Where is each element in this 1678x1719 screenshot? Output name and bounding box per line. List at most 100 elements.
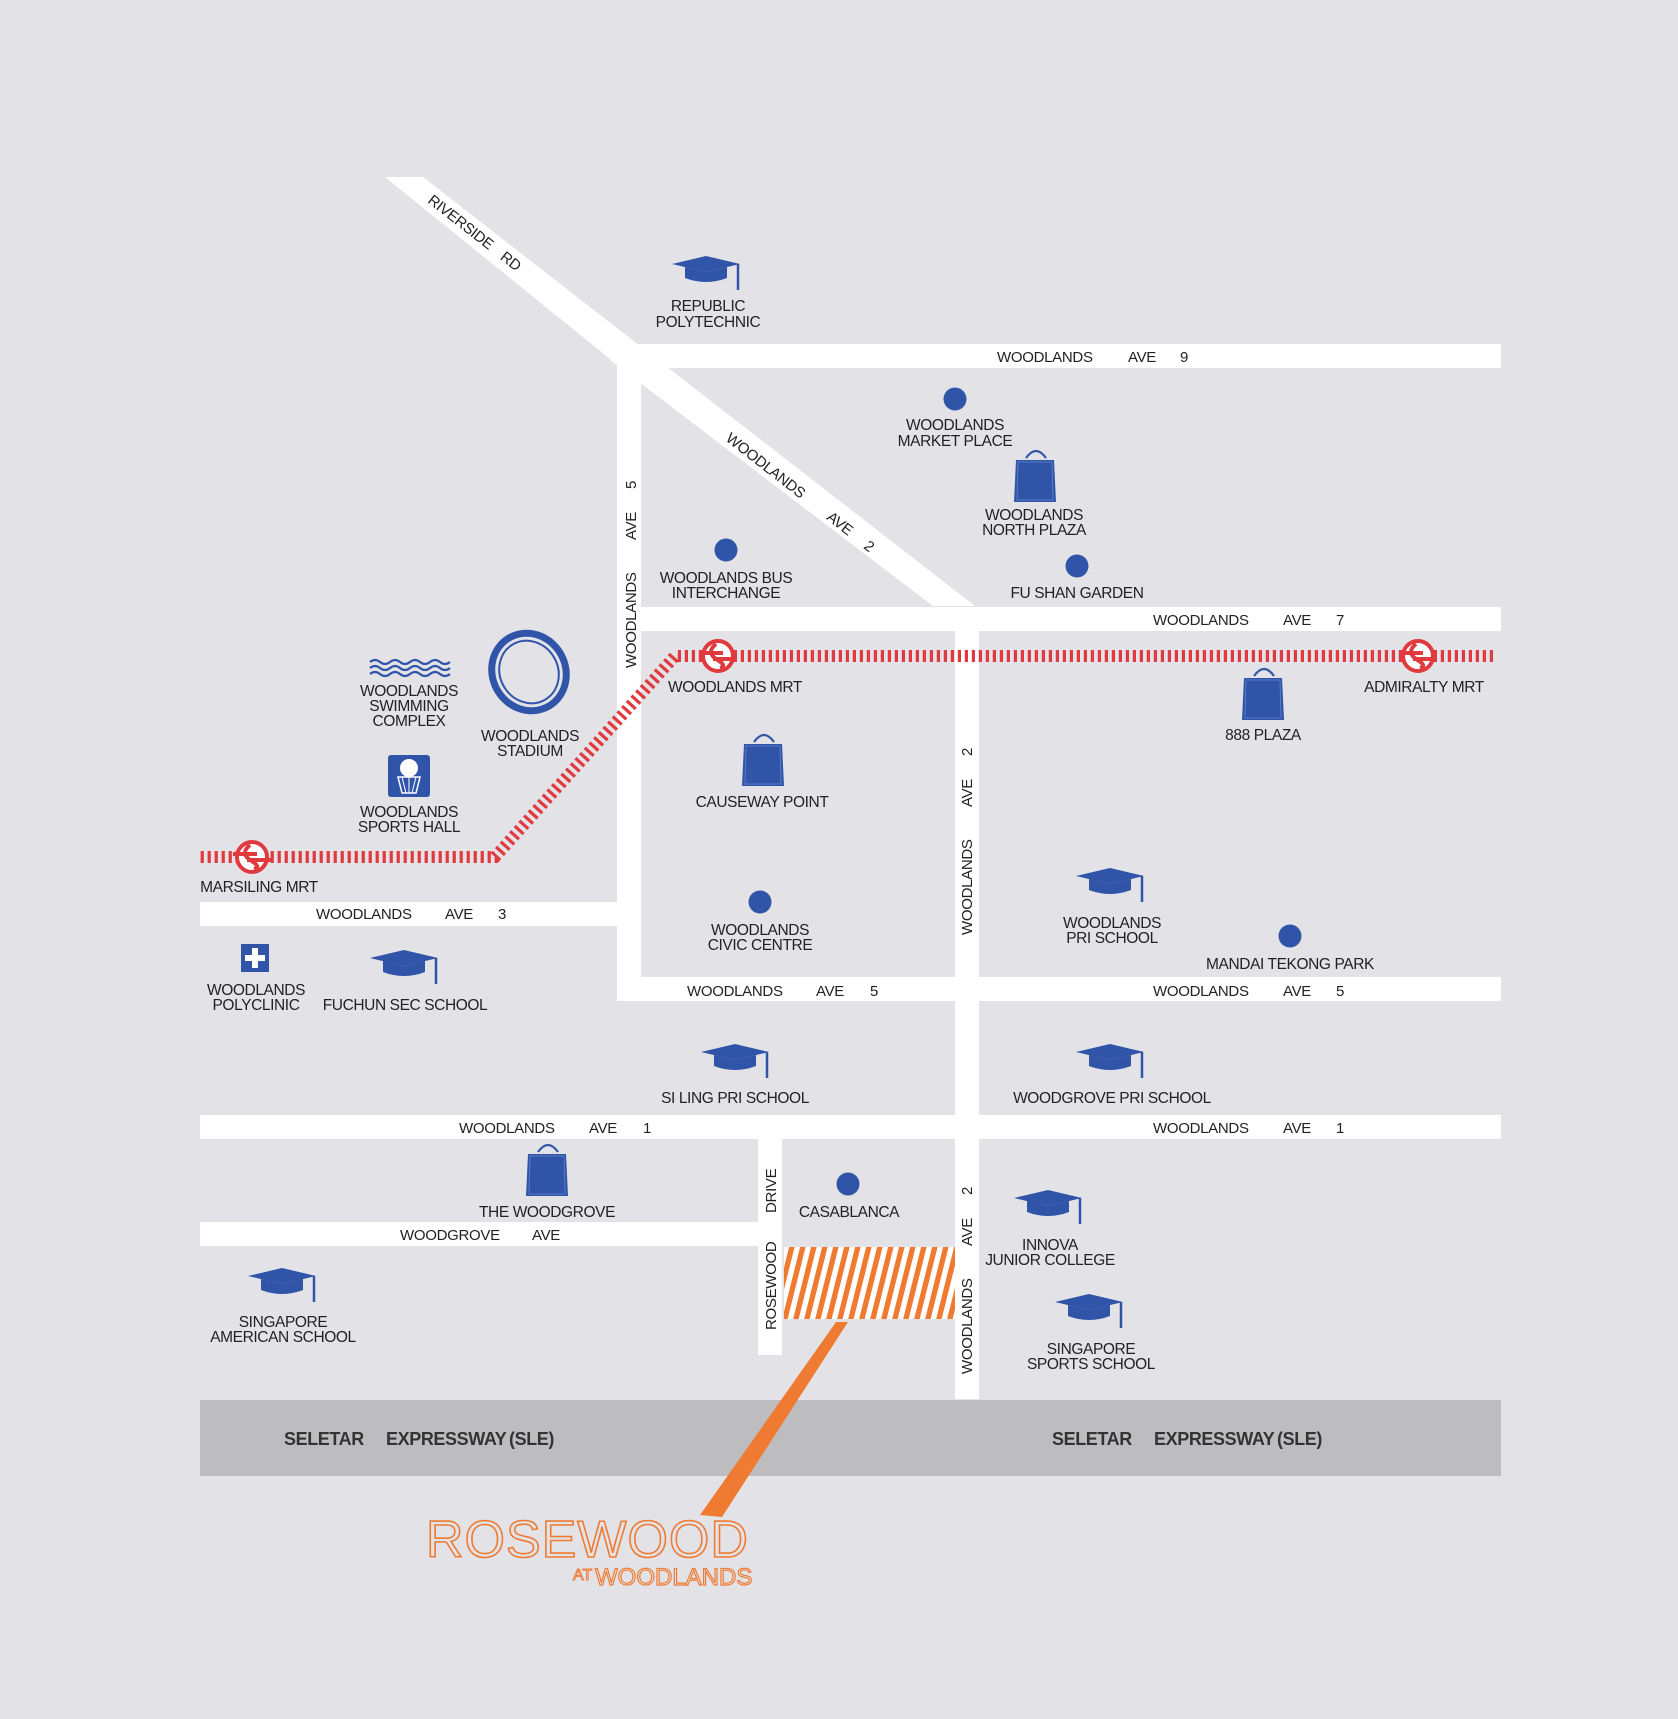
poi-label-sports-school: SINGAPORE bbox=[1047, 1341, 1136, 1358]
woodlands-ave-9 bbox=[617, 344, 1501, 368]
roads bbox=[200, 177, 1501, 1399]
mrt-logo-icon bbox=[697, 639, 739, 673]
road-label: 5 bbox=[1336, 983, 1344, 1000]
mrt-logo-icon bbox=[1397, 639, 1439, 673]
road-label: WOODLANDS bbox=[997, 349, 1093, 366]
poi-label-pri-school: PRI SCHOOL bbox=[1066, 930, 1158, 947]
poi-label-pri-school: WOODLANDS bbox=[1063, 915, 1161, 932]
road-label: AVE bbox=[532, 1227, 560, 1244]
brand-at: AT bbox=[573, 1567, 592, 1584]
poi-label-market-place: WOODLANDS bbox=[906, 417, 1004, 434]
graduation-cap-icon bbox=[670, 254, 742, 292]
woodlands-ave-2-vertical bbox=[955, 607, 979, 1399]
location-dot-icon bbox=[714, 538, 738, 562]
rosewood-logo: ROSEWOOD AT WOODLANDS bbox=[425, 1510, 753, 1591]
expressway-label: (SLE) bbox=[509, 1429, 554, 1449]
road-label: WOODLANDS bbox=[959, 839, 976, 935]
road-label: 9 bbox=[1180, 349, 1188, 366]
road-label: 5 bbox=[870, 983, 878, 1000]
location-dot-icon bbox=[943, 387, 967, 411]
poi-label-republic-polytechnic: POLYTECHNIC bbox=[656, 314, 761, 331]
graduation-cap-icon bbox=[1053, 1292, 1125, 1330]
basketball-icon bbox=[388, 755, 430, 797]
poi-label-stadium: WOODLANDS bbox=[481, 728, 579, 745]
poi-label-bus-interchange: INTERCHANGE bbox=[672, 585, 780, 602]
shopping-bag-icon bbox=[1012, 449, 1058, 504]
road-label: 2 bbox=[959, 1187, 976, 1195]
graduation-cap-icon bbox=[246, 1266, 318, 1304]
riverside-rd bbox=[385, 177, 640, 363]
road-label: WOODLANDS bbox=[687, 983, 783, 1000]
road-label: AVE bbox=[1283, 1120, 1311, 1137]
poi-label-innova: JUNIOR COLLEGE bbox=[985, 1252, 1115, 1269]
shopping-bag-icon bbox=[740, 733, 786, 788]
road-label: AVE bbox=[445, 906, 473, 923]
brand-subtitle: WOODLANDS bbox=[595, 1564, 752, 1591]
poi-label-polyclinic: POLYCLINIC bbox=[212, 997, 299, 1014]
road-label: AVE bbox=[589, 1120, 617, 1137]
poi-label-polyclinic: WOODLANDS bbox=[207, 982, 305, 999]
poi-label-causeway-point: CAUSEWAY POINT bbox=[696, 794, 830, 811]
brand-title: ROSEWOOD bbox=[426, 1511, 749, 1569]
road-label: AVE bbox=[1283, 612, 1311, 629]
poi-label-sports-hall: SPORTS HALL bbox=[358, 819, 461, 836]
poi-label-fuchun: FUCHUN SEC SCHOOL bbox=[323, 997, 488, 1014]
poi-label-the-woodgrove: THE WOODGROVE bbox=[479, 1204, 615, 1221]
road-label: ROSEWOOD bbox=[763, 1241, 780, 1330]
poi-label-888-plaza: 888 PLAZA bbox=[1225, 727, 1302, 744]
mrt-station-label: MARSILING MRT bbox=[200, 879, 319, 896]
mrt-station-label: WOODLANDS MRT bbox=[668, 679, 803, 696]
poi-label-innova: INNOVA bbox=[1022, 1237, 1079, 1254]
poi-label-woodgrove-pri: WOODGROVE PRI SCHOOL bbox=[1013, 1090, 1212, 1107]
poi-label-north-plaza: WOODLANDS bbox=[985, 507, 1083, 524]
poi-label-sports-school: SPORTS SCHOOL bbox=[1027, 1356, 1156, 1373]
swimming-icon bbox=[369, 658, 451, 678]
stadium-icon bbox=[488, 629, 570, 715]
road-label: AVE bbox=[959, 779, 976, 807]
location-dot-icon bbox=[1065, 554, 1089, 578]
road-label: AVE bbox=[816, 983, 844, 1000]
road-label: WOODLANDS bbox=[1153, 1120, 1249, 1137]
road-label: WOODLANDS bbox=[459, 1120, 555, 1137]
poi-label-casablanca: CASABLANCA bbox=[799, 1204, 900, 1221]
site-pointer bbox=[700, 1322, 848, 1517]
road-label: WOODLANDS bbox=[1153, 983, 1249, 1000]
road-label: 5 bbox=[623, 481, 640, 489]
expressway-label: (SLE) bbox=[1277, 1429, 1322, 1449]
road-label: AVE bbox=[1283, 983, 1311, 1000]
poi-label-swimming: SWIMMING bbox=[369, 698, 448, 715]
poi-label-civic-centre: CIVIC CENTRE bbox=[708, 937, 813, 954]
road-label: WOODLANDS bbox=[1153, 612, 1249, 629]
road-label: WOODLANDS bbox=[722, 430, 808, 502]
expressway-label: SELETAR bbox=[284, 1429, 364, 1449]
graduation-cap-icon bbox=[1074, 866, 1146, 904]
location-dot-icon bbox=[1278, 924, 1302, 948]
poi-label-mandai-tekong: MANDAI TEKONG PARK bbox=[1206, 956, 1375, 973]
woodgrove-ave bbox=[200, 1222, 760, 1246]
road-label: 7 bbox=[1336, 612, 1344, 629]
poi-label-north-plaza: NORTH PLAZA bbox=[982, 522, 1087, 539]
poi-label-sas: SINGAPORE bbox=[239, 1314, 328, 1331]
mrt-line bbox=[200, 650, 1493, 863]
road-label: WOODGROVE bbox=[400, 1227, 500, 1244]
medical-cross-icon bbox=[241, 944, 269, 972]
project-site-hatch bbox=[784, 1247, 955, 1319]
graduation-cap-icon bbox=[368, 948, 440, 986]
woodlands-ave-2-diagonal bbox=[610, 346, 975, 606]
poi-label-market-place: MARKET PLACE bbox=[898, 433, 1013, 450]
poi-label-fu-shan: FU SHAN GARDEN bbox=[1010, 585, 1143, 602]
expressway-label: EXPRESSWAY bbox=[1154, 1429, 1275, 1449]
road-label: 2 bbox=[959, 748, 976, 756]
road-label: RIVERSIDE bbox=[424, 192, 496, 254]
woodlands-ave-1 bbox=[200, 1115, 1501, 1139]
woodlands-ave-5-horizontal bbox=[617, 977, 1501, 1001]
poi-label-civic-centre: WOODLANDS bbox=[711, 922, 809, 939]
woodlands-ave-3 bbox=[200, 902, 617, 926]
graduation-cap-icon bbox=[699, 1042, 771, 1080]
expressway-label: EXPRESSWAY bbox=[386, 1429, 507, 1449]
road-label: DRIVE bbox=[763, 1168, 780, 1213]
graduation-cap-icon bbox=[1012, 1188, 1084, 1226]
road-label: WOODLANDS bbox=[316, 906, 412, 923]
poi-label-stadium: STADIUM bbox=[497, 743, 563, 760]
